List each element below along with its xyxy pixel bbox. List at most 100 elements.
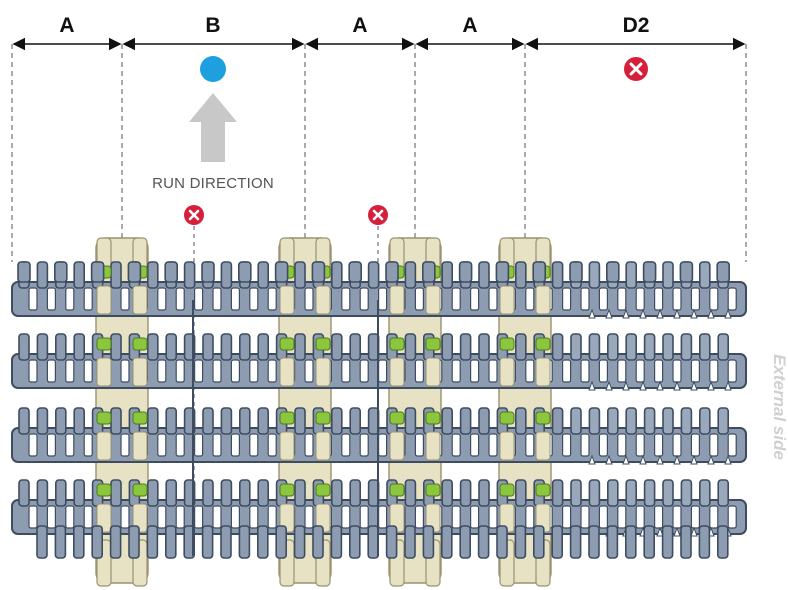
hinge-finger (496, 525, 508, 559)
sprocket-tooth (279, 431, 295, 461)
hinge-finger (257, 479, 270, 507)
edge-tooth (605, 261, 620, 283)
sprocket-tooth (132, 503, 148, 533)
hinge-finger (588, 333, 601, 361)
tooth-contact (389, 483, 405, 497)
hinge-finger (54, 525, 67, 559)
tooth-contact (499, 337, 515, 351)
slab-opening (672, 359, 682, 383)
slab-opening (212, 433, 222, 457)
sprocket-tooth (96, 503, 112, 533)
slab-opening (672, 433, 682, 457)
hinge-finger (257, 333, 270, 361)
hinge-finger (478, 333, 490, 361)
d2-slot (673, 380, 681, 391)
hinge-finger (220, 261, 233, 289)
slab-opening (212, 359, 222, 383)
slab-opening (561, 287, 572, 311)
slab-opening (598, 505, 609, 529)
d2-slot (656, 308, 664, 319)
slab-opening (635, 433, 645, 457)
edge-tooth (495, 261, 510, 283)
hinge-finger (110, 333, 122, 361)
hinge-finger (293, 525, 306, 559)
slab-opening (470, 359, 480, 383)
d2-slot (622, 454, 630, 465)
hinge-finger (257, 407, 270, 435)
slab-opening (28, 287, 38, 311)
section-label-3: A (352, 14, 367, 37)
d2-slot (622, 308, 630, 319)
d2-slot (690, 380, 698, 391)
hinge-finger (330, 525, 343, 559)
edge-tooth (642, 261, 657, 283)
edge-tooth (421, 261, 436, 283)
slab-opening (727, 505, 737, 529)
hinge-finger (606, 525, 619, 559)
d2-slot (605, 454, 613, 465)
slab-opening (359, 433, 369, 457)
hinge-finger (569, 525, 582, 559)
slab-opening (65, 287, 75, 311)
red-cross-icon (184, 205, 204, 225)
hinge-finger (588, 479, 601, 507)
slab-opening (267, 505, 277, 529)
slab-opening (653, 505, 664, 529)
tooth-contact (535, 483, 551, 497)
slab-opening (488, 359, 498, 383)
hinge-finger (643, 407, 656, 435)
slab-opening (598, 359, 609, 383)
slab-opening (65, 433, 75, 457)
hinge-finger (294, 407, 306, 435)
hinge-finger (294, 261, 306, 289)
hinge-finger (716, 525, 729, 559)
tooth-contact (315, 411, 331, 425)
d2-slot (639, 454, 647, 465)
slab-opening (580, 287, 590, 311)
slab-opening (451, 287, 461, 311)
tooth-contact (96, 411, 112, 425)
slab-opening (690, 359, 701, 383)
slab-opening (635, 359, 645, 383)
hinge-finger (459, 479, 472, 507)
hinge-finger (165, 479, 177, 507)
d2-slot (673, 308, 681, 319)
slab-opening (249, 433, 259, 457)
slab-opening (120, 433, 130, 457)
edge-tooth (127, 261, 142, 283)
hinge-finger (698, 333, 711, 361)
slab-opening (561, 433, 572, 457)
slab-opening (470, 433, 480, 457)
edge-tooth (458, 261, 473, 283)
edge-tooth (385, 261, 399, 283)
slab-opening (194, 505, 204, 529)
slab-opening (341, 359, 351, 383)
slab-opening (617, 359, 627, 383)
slab-opening (690, 505, 701, 529)
edge-tooth (532, 261, 547, 283)
slab-opening (249, 359, 259, 383)
edge-tooth (201, 261, 215, 283)
slab-opening (267, 433, 277, 457)
hinge-finger (698, 479, 711, 507)
sprocket-tooth (535, 285, 551, 315)
hinge-finger (330, 333, 343, 361)
tooth-contact (315, 337, 331, 351)
hinge-finger (385, 525, 398, 559)
tooth-contact (315, 483, 331, 497)
slab-opening (267, 359, 277, 383)
hinge-finger (294, 333, 306, 361)
hinge-finger (551, 333, 564, 361)
edge-tooth (311, 261, 326, 283)
hinge-finger (367, 261, 380, 289)
d2-slot (622, 380, 630, 391)
hinge-finger (606, 479, 619, 507)
hinge-finger (201, 525, 214, 559)
d2-slot (588, 380, 596, 391)
hinge-finger (551, 407, 564, 435)
hinge-finger (165, 525, 177, 559)
slab-opening (488, 433, 498, 457)
tooth-contact (425, 337, 441, 351)
sprocket-tooth (499, 357, 515, 387)
slab-opening (304, 287, 314, 311)
